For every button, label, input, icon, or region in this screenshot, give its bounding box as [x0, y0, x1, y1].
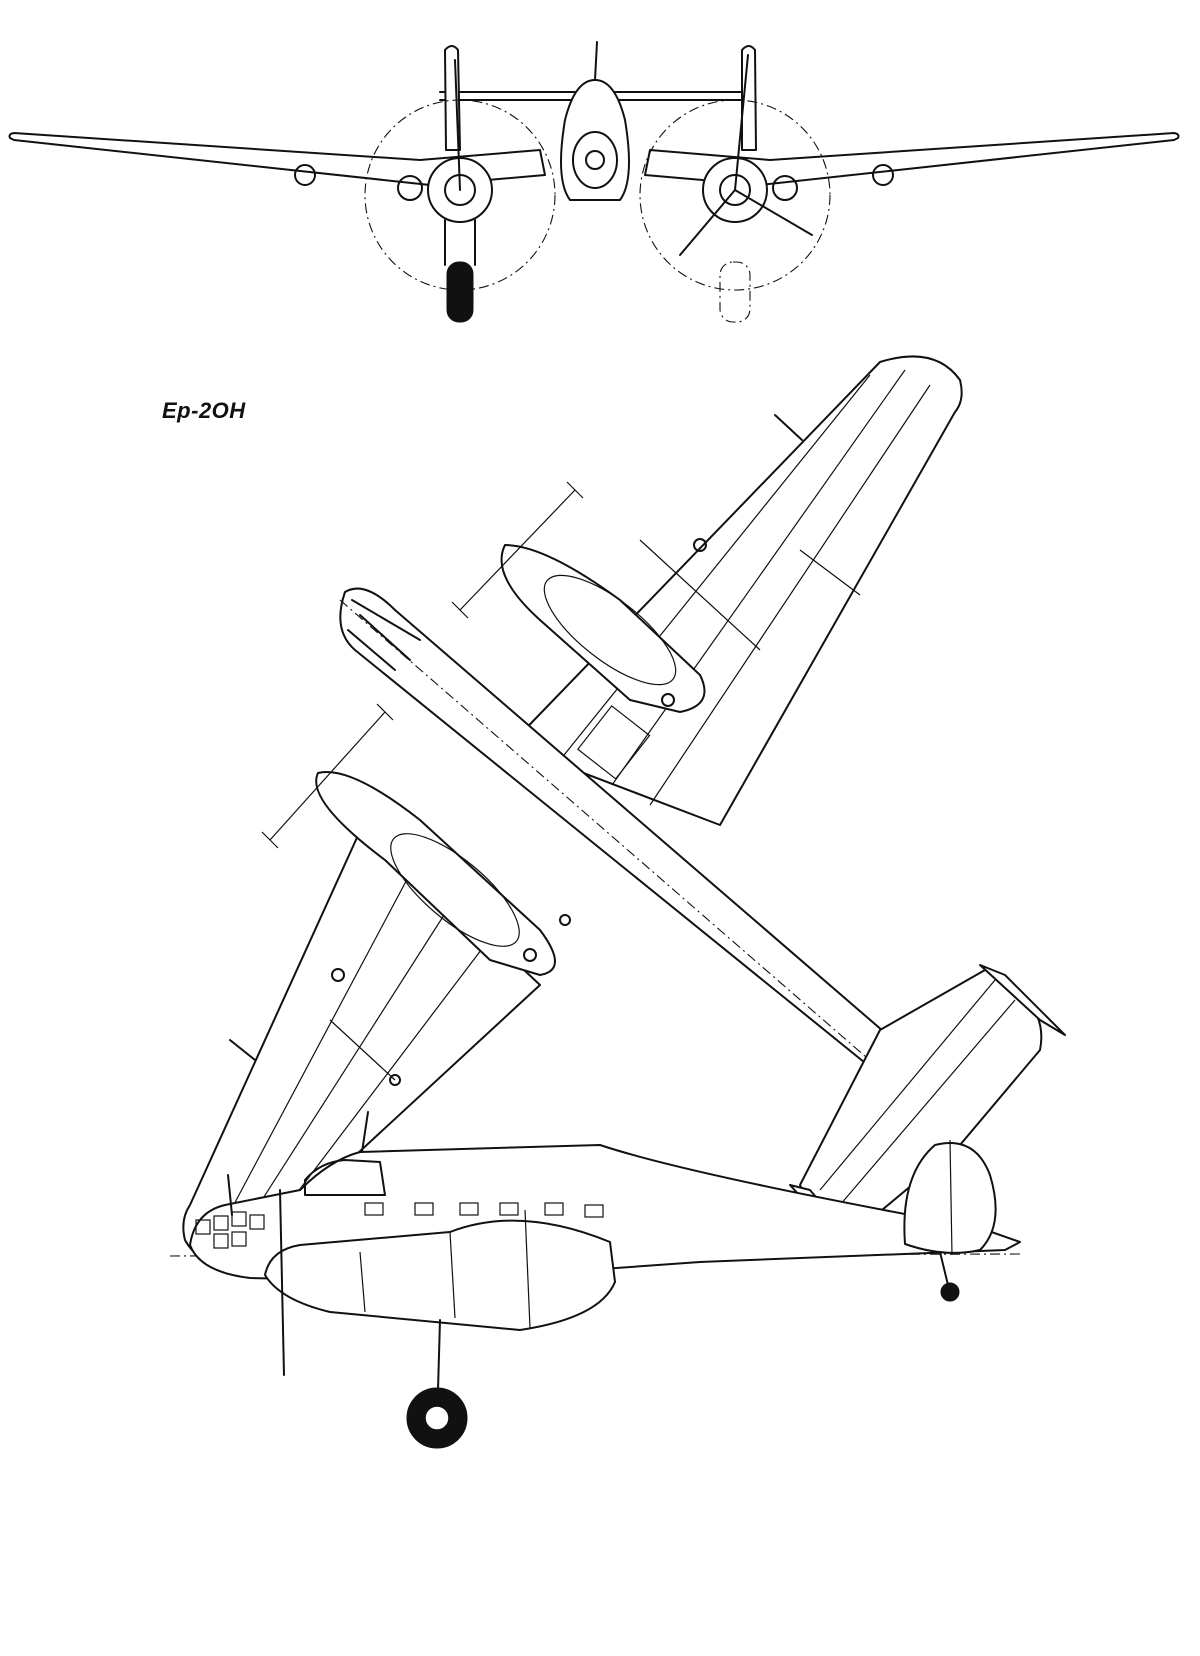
- side-nacelle-panels: [359, 1209, 531, 1329]
- front-right-wing-marking: [872, 164, 894, 186]
- plan-lower-nacelle-marker: [523, 948, 537, 962]
- plan-antenna-lower: [229, 1039, 256, 1061]
- side-main-gear-strut: [437, 1319, 441, 1391]
- plan-upper-wing-ribs: [559, 369, 931, 806]
- plan-upper-wing: [509, 355, 963, 826]
- plan-lower-wing-ribs: [214, 854, 501, 1256]
- plan-upper-propeller-line: [451, 481, 584, 619]
- side-main-wheel-hub: [424, 1405, 450, 1431]
- plan-upper-tip-fin: [979, 964, 1066, 1036]
- front-view: [8, 41, 1180, 323]
- plan-upper-nacelle-marker: [661, 693, 675, 707]
- front-left-wing: [8, 132, 546, 186]
- front-left-wing-marking: [294, 164, 316, 186]
- plan-nose-glazing: [347, 599, 421, 671]
- plan-lower-propeller-line: [261, 703, 394, 849]
- front-fuselage: [560, 79, 630, 201]
- front-right-propeller-disc: [639, 99, 831, 291]
- front-left-propeller-blade: [454, 59, 461, 191]
- side-tail-wheel-strut: [939, 1251, 949, 1286]
- side-tail-wheel: [940, 1282, 960, 1302]
- plan-upper-nacelle: [500, 544, 706, 713]
- front-right-spinner: [719, 174, 751, 206]
- plan-lower-wing-marking: [331, 968, 345, 982]
- plan-lower-nacelle-outline: [390, 833, 520, 947]
- side-fin: [903, 1142, 997, 1254]
- front-left-gear-strut: [444, 219, 476, 266]
- front-nose-glazing: [572, 131, 618, 189]
- front-left-intake: [397, 175, 423, 201]
- plan-intake-grille: [577, 705, 651, 780]
- plan-upper-wing-marking: [693, 538, 707, 552]
- front-nose-center: [585, 150, 605, 170]
- side-propeller-rear: [227, 1174, 233, 1216]
- plan-wing-fitting: [559, 914, 571, 926]
- plan-lower-nacelle: [315, 771, 556, 976]
- plan-view: [182, 355, 1066, 1264]
- side-propeller-front: [279, 1189, 285, 1376]
- front-antenna-mast: [594, 41, 598, 81]
- plan-lower-wing-fitting: [389, 1074, 401, 1086]
- aircraft-designation: Ер-2ОН: [162, 398, 246, 423]
- front-right-intake: [772, 175, 798, 201]
- front-right-wheel-retracted: [719, 261, 751, 323]
- plan-upper-nacelle-outline: [543, 574, 677, 686]
- plan-tailplane-hinge: [819, 979, 1016, 1206]
- side-cockpit-canopy: [304, 1159, 386, 1196]
- side-rudder-hinge: [949, 1139, 953, 1256]
- side-engine-nacelle: [264, 1219, 616, 1331]
- side-view: [169, 1111, 1021, 1449]
- front-right-propeller-blades: [679, 54, 813, 256]
- side-cabin-windows: [364, 1202, 604, 1218]
- plan-centerline: [339, 599, 951, 1131]
- front-right-wing: [644, 132, 1180, 186]
- side-nose-glazing: [195, 1211, 265, 1249]
- side-antenna-mast: [361, 1111, 369, 1153]
- plan-antenna-upper: [774, 414, 803, 441]
- front-left-wheel: [446, 261, 474, 323]
